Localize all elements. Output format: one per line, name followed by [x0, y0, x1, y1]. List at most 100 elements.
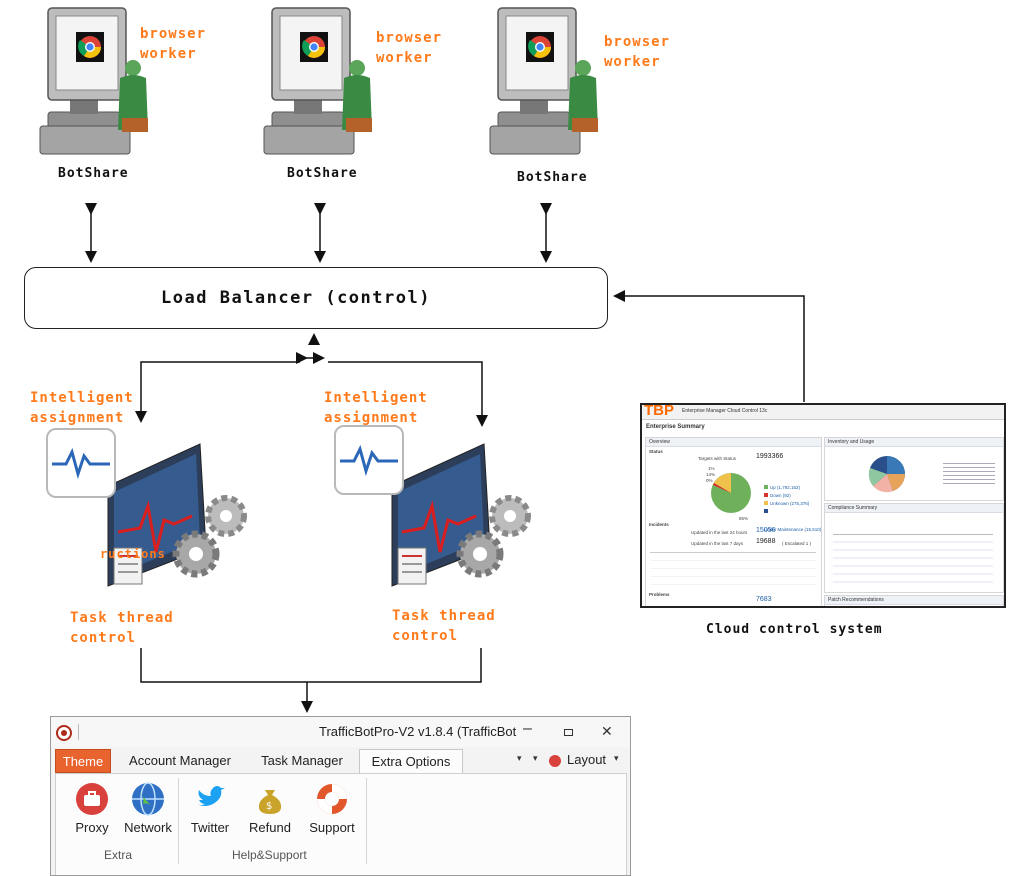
tab-task-manager[interactable]: Task Manager: [261, 753, 343, 768]
tab-extra-options[interactable]: Extra Options: [359, 749, 463, 773]
cloud-header-title: Enterprise Manager Cloud Control 13c: [682, 408, 768, 414]
inc-7d-label: Updated in the last 7 days: [691, 541, 744, 546]
pulse-icon: [340, 444, 398, 477]
task-monitor-2: [391, 443, 531, 587]
layout-menu[interactable]: Layout: [567, 752, 607, 767]
refund-button[interactable]: $ Refund: [242, 782, 298, 835]
compliance-table: [833, 534, 993, 587]
cloud-control-screenshot: TBP Enterprise Manager Cloud Control 13c…: [640, 403, 1006, 608]
tbp-logo: TBP: [644, 403, 674, 419]
svg-text:$: $: [266, 801, 272, 812]
inc-24h-label: Updated in the last 24 hours: [691, 530, 748, 535]
inc-24h: 15056: [756, 527, 776, 534]
trafficbot-window: TrafficBotPro-V2 v1.8.4 (TrafficBot – ✕ …: [50, 716, 631, 876]
targets-label: Targets with Status: [698, 456, 737, 461]
inventory-legend: [943, 460, 995, 486]
task-thread-label-1: Task thread control: [70, 610, 174, 646]
pie-pct-3: 0%: [706, 478, 713, 483]
support-label: Support: [309, 820, 355, 835]
globe-icon: [132, 782, 164, 816]
task-thread-label-2: Task thread control: [392, 608, 496, 644]
problems-total: 7683: [756, 596, 772, 603]
twitter-label: Twitter: [190, 820, 230, 835]
group-label-help-support: Help&Support: [232, 848, 307, 862]
worker-label-1: browser worker: [140, 26, 207, 62]
tab-theme[interactable]: Theme: [55, 749, 111, 773]
overflow-chevron[interactable]: ▾: [533, 753, 538, 763]
inventory-panel: Inventory and Usage: [824, 437, 1004, 501]
task-monitor-1: [107, 443, 247, 587]
status-pie: [711, 473, 751, 513]
inc-7d: 19688: [756, 538, 776, 545]
twitter-button[interactable]: Twitter: [182, 782, 238, 835]
overview-header: Overview: [646, 438, 821, 447]
restore-button[interactable]: [564, 729, 573, 736]
status-legend-item: Under Maintenance (15,510): [764, 500, 821, 536]
pie-pct-1: 1%: [708, 466, 715, 471]
inventory-header: Inventory and Usage: [825, 438, 1003, 447]
title-divider: [78, 724, 79, 740]
load-balancer-label: Load Balancer (control): [161, 288, 431, 308]
status-legend-item: Unknown (275,376): [764, 492, 809, 510]
status-legend-item: Up (1,792,162): [764, 476, 800, 494]
refund-label: Refund: [249, 820, 291, 835]
assignment-card-2: [334, 425, 404, 495]
lifebuoy-icon: [317, 784, 347, 814]
patch-header: Patch Recommendations: [825, 596, 1003, 605]
worker-computer-1: [39, 7, 148, 155]
cloud-header-bar: TBP Enterprise Manager Cloud Control 13c: [642, 405, 1004, 420]
close-button[interactable]: ✕: [601, 723, 613, 739]
layout-chevron-icon[interactable]: ▾: [614, 753, 619, 763]
proxy-label: Proxy: [75, 820, 109, 835]
twitter-bird-icon: [197, 786, 225, 806]
network-label: Network: [124, 820, 172, 835]
compliance-panel: Compliance Summary: [824, 503, 1004, 593]
worker-label-3: browser worker: [604, 34, 671, 70]
window-title: TrafficBotPro-V2 v1.8.4 (TrafficBot: [319, 724, 517, 739]
group-label-extra: Extra: [104, 848, 133, 862]
status-legend-item: Down (92): [764, 484, 791, 502]
pie-pct-4: 85%: [739, 516, 749, 521]
worker-name-1: BotShare: [58, 166, 129, 181]
worker-computer-3: [489, 7, 598, 155]
problems-label: Problems: [649, 592, 670, 597]
worker-computer-2: [263, 7, 372, 155]
status-label: Status: [649, 449, 663, 454]
briefcase-icon: [76, 783, 108, 815]
overview-panel: Overview Status Targets with Status 1993…: [645, 437, 822, 606]
assignment-label-2: Intelligent assignment: [324, 390, 428, 426]
ribbon-tabs: Theme Account Manager Task Manager Extra…: [51, 749, 630, 773]
cloud-subtitle: Enterprise Summary: [646, 424, 705, 430]
group-separator-2: [366, 778, 367, 864]
money-bag-icon: $: [258, 790, 282, 814]
cloud-control-label: Cloud control system: [706, 622, 883, 637]
inventory-pie: [868, 456, 905, 493]
minimize-button[interactable]: –: [523, 720, 532, 737]
assignment-label-1: Intelligent assignment: [30, 390, 134, 426]
load-balancer-box: Load Balancer (control): [24, 267, 608, 329]
worker-name-3: BotShare: [517, 170, 588, 185]
escalated: ( Escalated 1 ): [782, 541, 812, 546]
targets-total: 1993366: [756, 453, 784, 460]
title-bar: TrafficBotPro-V2 v1.8.4 (TrafficBot – ✕: [51, 717, 630, 747]
layout-icon: [549, 755, 561, 767]
worker-label-2: browser worker: [376, 30, 443, 66]
assignment-card-1: [46, 428, 116, 498]
compliance-header: Compliance Summary: [825, 504, 1003, 513]
worker-name-2: BotShare: [287, 166, 358, 181]
app-logo-icon: [56, 725, 72, 741]
network-button[interactable]: Network: [120, 782, 176, 835]
incidents-table: [650, 552, 816, 591]
tab-account-manager[interactable]: Account Manager: [129, 753, 231, 768]
proxy-button[interactable]: Proxy: [64, 782, 120, 835]
chevron-down-icon[interactable]: ▾: [517, 753, 522, 763]
group-separator: [178, 778, 179, 864]
support-button[interactable]: Support: [304, 782, 360, 835]
instructions-overlay-1: ructions: [100, 547, 166, 561]
pulse-icon: [52, 447, 110, 480]
incidents-label: Incidents: [649, 522, 669, 527]
pie-pct-2: 14%: [706, 472, 716, 477]
patch-panel: Patch Recommendations: [824, 595, 1004, 606]
